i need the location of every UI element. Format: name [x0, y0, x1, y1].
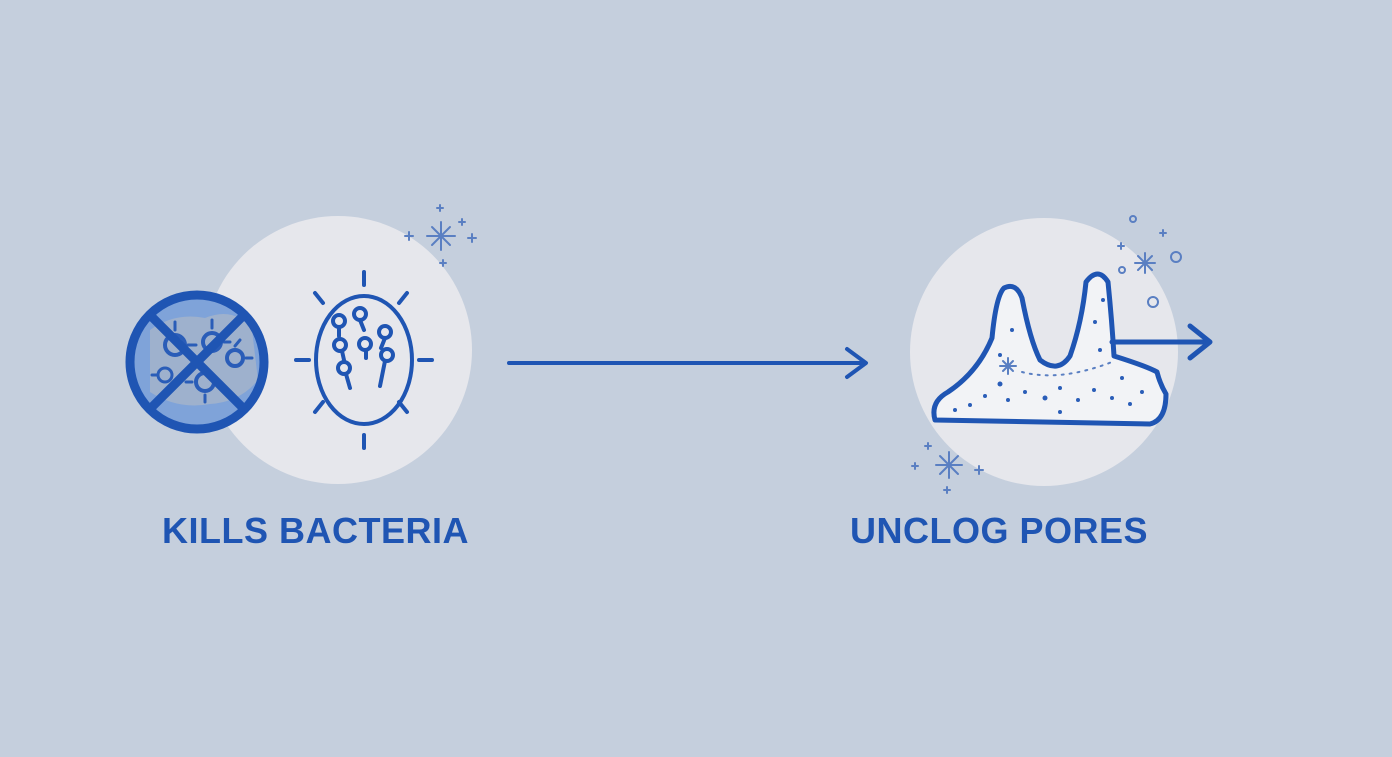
unclog-pores-illustration	[910, 215, 1213, 494]
sparkle-icon	[911, 215, 1182, 494]
bacterium-cell-icon	[294, 270, 434, 450]
progress-arrow	[507, 347, 868, 379]
sparkle-icon	[404, 204, 477, 267]
kills-bacteria-illustration	[125, 204, 477, 484]
no-bacteria-icon	[125, 290, 269, 434]
kills-bacteria-label: KILLS BACTERIA	[162, 510, 469, 551]
outward-arrow-icon	[1109, 323, 1213, 361]
pore-backdrop-circle	[910, 218, 1178, 486]
unclog-pores-label: UNCLOG PORES	[850, 510, 1149, 551]
pore-icon	[931, 271, 1169, 427]
